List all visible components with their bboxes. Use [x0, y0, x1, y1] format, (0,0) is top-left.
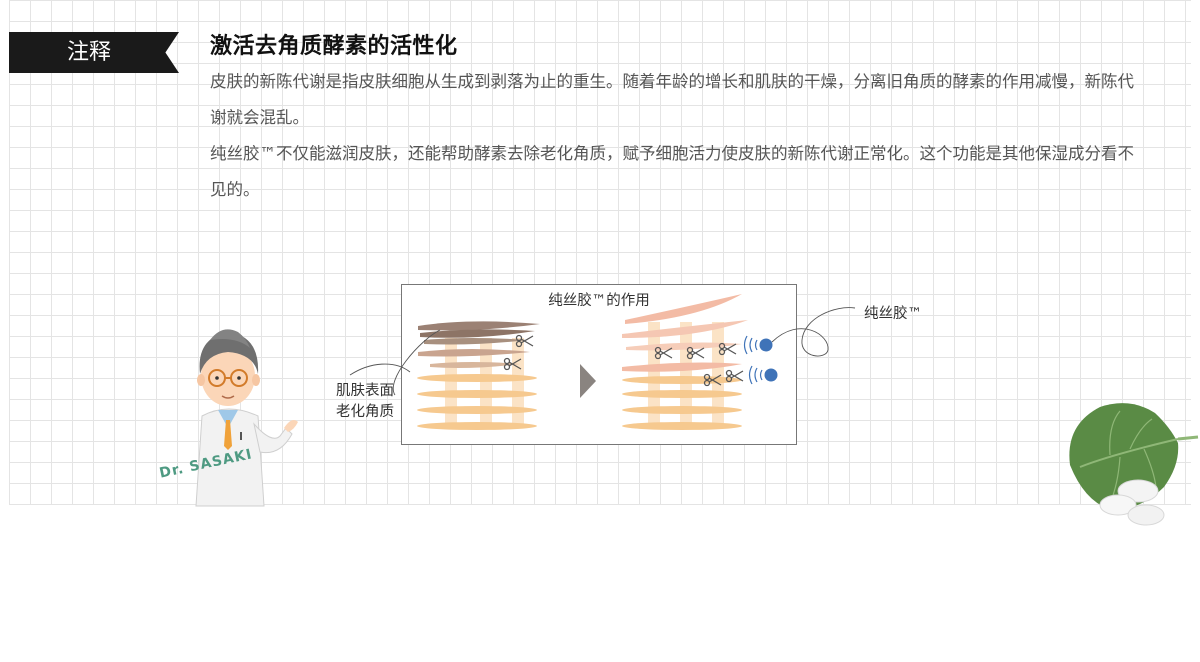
section-title: 激活去角质酵素的活性化 — [210, 34, 458, 59]
sericin-dot-icon — [759, 338, 773, 352]
arrow-right-icon — [580, 364, 596, 398]
sericin-label: 纯丝胶™ — [864, 306, 922, 322]
mulberry-leaf-cocoons-illustration — [1069, 403, 1199, 526]
notes-tab-label: 注释 — [9, 32, 179, 73]
skin-layers-after — [622, 294, 778, 430]
doctor-illustration — [195, 329, 298, 507]
skin-layers-before — [417, 321, 540, 430]
aged-keratin-label-line1: 肌肤表面 — [336, 383, 394, 399]
hand — [284, 420, 298, 432]
sericin-dot-icon — [764, 368, 778, 382]
aged-keratin-label: 肌肤表面 老化角质 — [330, 381, 400, 423]
diagram-caption: 纯丝胶™的作用 — [548, 293, 650, 309]
aged-keratin-label-line2: 老化角质 — [336, 404, 394, 420]
paragraph-metabolism: 皮肤的新陈代谢是指皮肤细胞从生成到剥落为止的重生。随着年龄的增长和肌肤的干燥，分… — [210, 72, 1134, 127]
necktie — [224, 420, 232, 450]
paragraph-sericin: 纯丝胶™不仅能滋润皮肤，还能帮助酵素去除老化角质，赋予细胞活力使皮肤的新陈代谢正… — [210, 144, 1134, 199]
